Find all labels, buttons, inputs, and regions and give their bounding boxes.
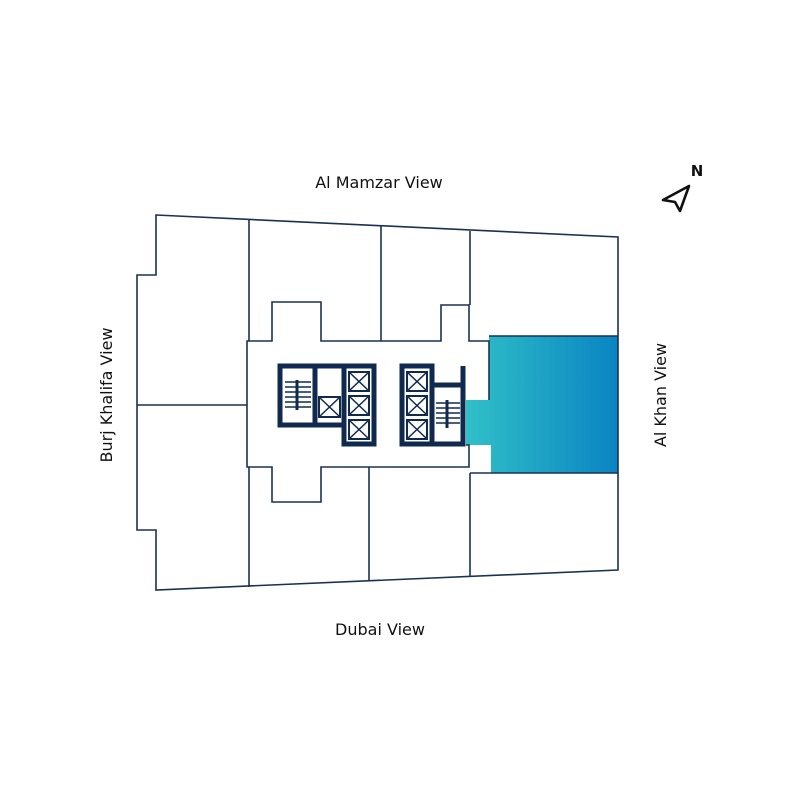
core-right — [399, 363, 466, 447]
view-label-west: Burj Khalifa View — [97, 327, 116, 462]
elevator-icon — [318, 396, 341, 418]
view-label-south: Dubai View — [335, 620, 425, 639]
compass-label: N — [691, 162, 704, 180]
core-corridor — [246, 301, 490, 503]
core-left — [277, 363, 377, 447]
elevator-icon — [348, 371, 370, 392]
selected-unit[interactable] — [466, 336, 618, 473]
view-label-north: Al Mamzar View — [315, 173, 443, 192]
elevator-icon — [406, 419, 428, 440]
stair-icon — [436, 400, 460, 428]
elevator-icon — [406, 371, 428, 392]
stair-icon — [285, 380, 311, 410]
view-label-east: Al Khan View — [651, 343, 670, 447]
elevator-icon — [406, 395, 428, 416]
building-outline — [136, 214, 619, 591]
unit-partitions — [137, 219, 618, 587]
elevator-icon — [348, 419, 370, 440]
north-arrow-icon — [661, 184, 691, 213]
elevator-icon — [348, 395, 370, 416]
